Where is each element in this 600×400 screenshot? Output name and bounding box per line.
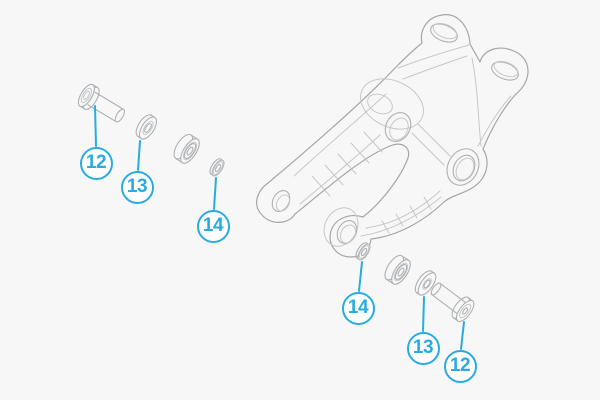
leader-line-14-right: [358, 261, 363, 292]
leader-line-12-right: [460, 321, 465, 350]
callout-label: 12: [449, 355, 471, 376]
flanged-bolt-right: [430, 282, 475, 323]
arm-eyelet-hole: [271, 190, 291, 212]
spacer-washer-left: [209, 158, 225, 177]
flanged-washer-left: [135, 114, 158, 140]
top-right-eyelet-hole: [491, 61, 519, 81]
callout-13-right[interactable]: 13: [406, 331, 440, 365]
leader-lines: [94, 105, 465, 350]
callout-label: 14: [202, 215, 224, 236]
top-left-eyelet-hole: [430, 23, 458, 43]
leader-line-12-left: [94, 105, 97, 147]
center-pocket: [360, 78, 424, 130]
callout-12-right[interactable]: 12: [443, 349, 477, 383]
rocker-link-drawing: [256, 14, 529, 258]
cartridge-bearing-right: [384, 254, 411, 285]
spacer-washer-right: [355, 242, 371, 261]
right-boss: [446, 148, 480, 186]
cartridge-bearing-left: [173, 133, 200, 164]
callout-label: 13: [126, 176, 148, 197]
rocker-link-silhouette: [256, 14, 529, 258]
callout-label: 13: [412, 337, 434, 358]
callout-label: 14: [347, 297, 369, 318]
leader-line-14-left: [213, 177, 217, 210]
callout-14-left[interactable]: 14: [196, 209, 230, 243]
callout-12-left[interactable]: 12: [79, 146, 113, 180]
center-bore-hole: [384, 112, 412, 142]
callout-14-right[interactable]: 14: [341, 291, 375, 325]
flat-washer-right: [414, 270, 437, 296]
rib-hatching: [311, 131, 383, 197]
callout-label: 12: [85, 152, 107, 173]
leader-line-13-right: [422, 296, 425, 332]
flanged-bolt-left: [77, 83, 126, 123]
leader-line-13-left: [137, 140, 141, 171]
callout-13-left[interactable]: 13: [120, 170, 154, 204]
